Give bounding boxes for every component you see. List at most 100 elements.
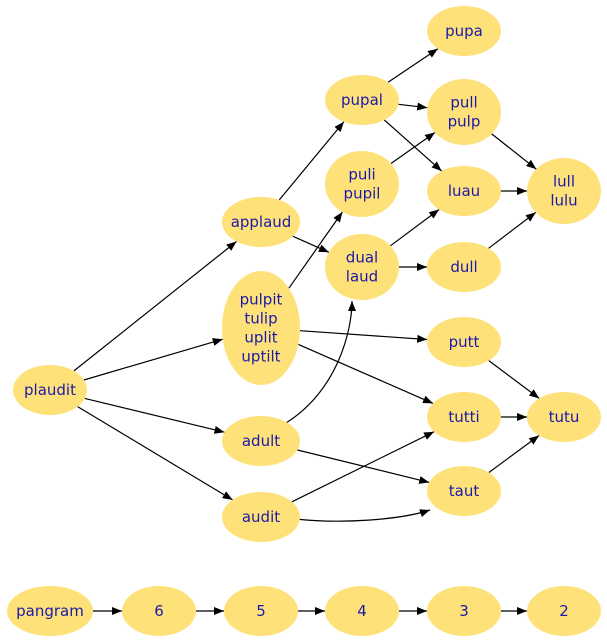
node-label: applaud <box>231 213 292 231</box>
node-pangram: pangram <box>7 586 93 636</box>
edge-pulpit-to-putt <box>299 330 428 343</box>
node-pupal: pupal <box>325 75 399 125</box>
node-n4: 4 <box>325 586 399 636</box>
node-plaudit: plaudit <box>13 365 87 415</box>
node-shape <box>224 586 298 636</box>
edge-adult-to-dual <box>285 300 356 424</box>
edge-dull-to-lull <box>488 211 537 249</box>
node-adult: adult <box>222 416 300 466</box>
node-shape <box>13 365 87 415</box>
node-shape <box>427 317 501 367</box>
node-label: pupa <box>445 22 483 40</box>
node-label: pulp <box>448 113 481 131</box>
edge-putt-to-tutu <box>488 360 540 399</box>
node-audit: audit <box>222 492 300 542</box>
node-label: tutu <box>549 408 580 426</box>
node-label: luau <box>448 182 480 200</box>
node-label: plaudit <box>24 381 76 399</box>
node-shape <box>527 392 601 442</box>
node-shape <box>122 586 196 636</box>
node-shape <box>222 271 300 385</box>
edge-taut-to-tutu <box>488 435 540 473</box>
edge-audit-to-taut <box>295 509 431 522</box>
node-label: 3 <box>459 602 469 620</box>
node-label: 4 <box>357 602 367 620</box>
node-label: 2 <box>559 602 569 620</box>
node-label: 6 <box>154 602 164 620</box>
node-label: pupal <box>341 91 383 109</box>
node-label: pupil <box>344 185 381 203</box>
node-shape <box>427 79 501 145</box>
node-label: audit <box>242 508 280 526</box>
node-shape <box>427 466 501 516</box>
node-label: laud <box>346 268 378 286</box>
edge-plaudit-to-adult <box>84 397 225 434</box>
edge-audit-to-tutti <box>291 431 435 503</box>
node-n3: 3 <box>427 586 501 636</box>
node-putt: putt <box>427 317 501 367</box>
node-shape <box>427 586 501 636</box>
node-shape <box>527 586 601 636</box>
node-shape <box>7 586 93 636</box>
node-label: dual <box>346 249 378 267</box>
edge-pull-to-lull <box>491 133 537 170</box>
node-shape <box>427 242 501 292</box>
node-label: taut <box>449 482 480 500</box>
node-label: tutti <box>448 408 479 426</box>
node-label: uptilt <box>241 348 280 366</box>
node-shape <box>222 492 300 542</box>
node-shape <box>222 416 300 466</box>
node-label: adult <box>242 432 280 450</box>
edge-pupal-to-pupa <box>387 48 439 83</box>
edge-applaud-to-pupal <box>278 121 345 201</box>
node-n2: 2 <box>527 586 601 636</box>
node-label: lull <box>553 173 575 191</box>
node-label: 5 <box>256 602 266 620</box>
node-shape <box>427 392 501 442</box>
node-shape <box>527 158 601 224</box>
edge-applaud-to-dual <box>292 235 330 253</box>
node-shape <box>427 6 501 56</box>
edge-plaudit-to-audit <box>77 406 233 501</box>
node-label: puli <box>348 166 375 184</box>
node-luau: luau <box>427 166 501 216</box>
node-shape <box>325 586 399 636</box>
edge-plaudit-to-applaud <box>73 241 237 372</box>
node-n5: 5 <box>224 586 298 636</box>
edge-puli-to-pull <box>390 132 436 164</box>
node-shape <box>427 166 501 216</box>
node-shape <box>325 151 399 217</box>
node-tutti: tutti <box>427 392 501 442</box>
node-label: pangram <box>16 602 84 620</box>
edge-pulpit-to-tutti <box>298 343 434 404</box>
edge-plaudit-to-pulpit <box>83 338 223 381</box>
node-label: dull <box>450 258 477 276</box>
node-dull: dull <box>427 242 501 292</box>
edge-dual-to-luau <box>390 209 440 247</box>
edge-layer <box>73 48 540 615</box>
node-shape <box>325 234 399 300</box>
node-label: uplit <box>244 329 277 347</box>
edge-pulpit-to-puli <box>288 211 343 289</box>
edge-pupal-to-luau <box>383 119 443 172</box>
node-n6: 6 <box>122 586 196 636</box>
node-applaud: applaud <box>222 197 300 247</box>
node-pupa: pupa <box>427 6 501 56</box>
node-label: pull <box>450 94 477 112</box>
edge-pupal-to-pull <box>398 102 428 111</box>
node-tutu: tutu <box>527 392 601 442</box>
node-shape <box>222 197 300 247</box>
node-label: pulpit <box>240 291 283 309</box>
node-taut: taut <box>427 466 501 516</box>
node-label: lulu <box>550 192 577 210</box>
node-label: putt <box>449 333 480 351</box>
node-shape <box>325 75 399 125</box>
node-label: tulip <box>244 310 277 328</box>
